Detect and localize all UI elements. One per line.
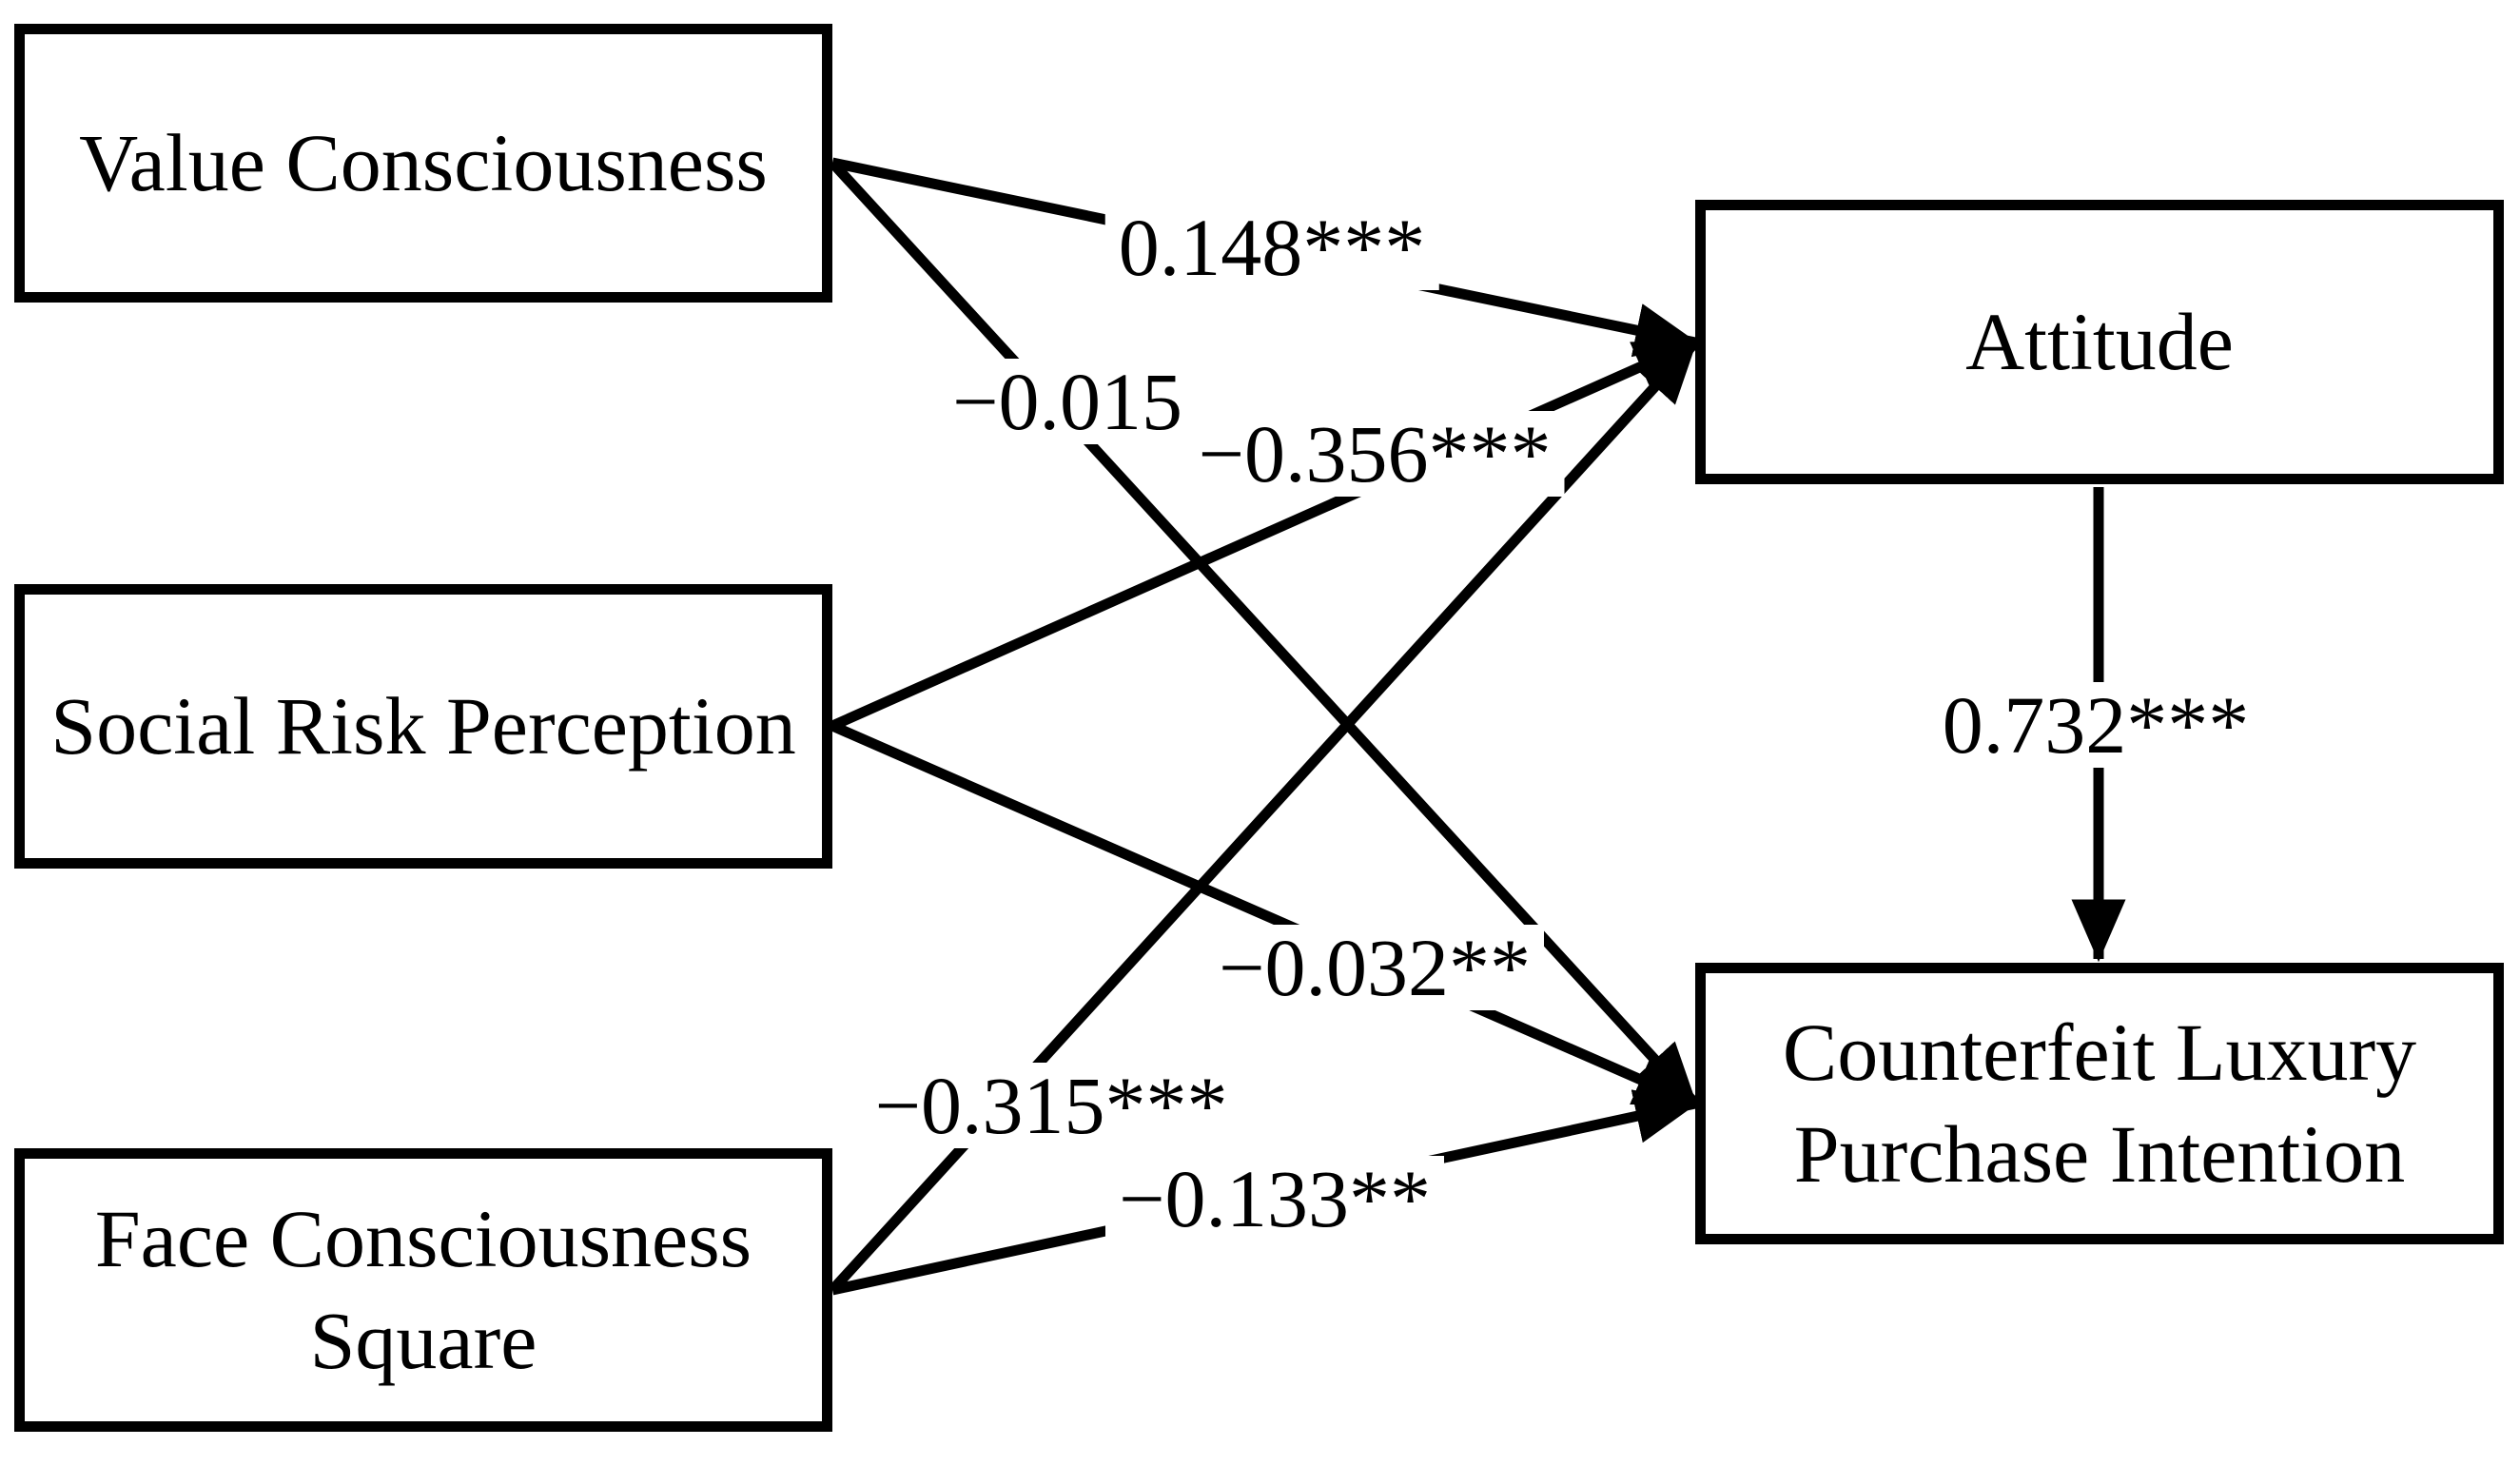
- node-label-line-1: Counterfeit Luxury: [1782, 1006, 2417, 1098]
- coefficient-value-consciousness-purchase-intention: −0.015: [938, 359, 1197, 444]
- node-label-line-2: Square: [309, 1295, 537, 1386]
- node-social-risk-perception: Social Risk Perception: [14, 584, 832, 869]
- arrow-social-risk-to-attitude: [830, 337, 1699, 732]
- node-label: Value Consciousness: [79, 116, 768, 208]
- node-value-consciousness: Value Consciousness: [14, 24, 832, 303]
- node-attitude: Attitude: [1695, 200, 2504, 484]
- node-label: Social Risk Perception: [50, 679, 796, 772]
- coefficient-attitude-purchase-intention: 0.732***: [1928, 682, 2263, 768]
- node-counterfeit-luxury-purchase-intention: Counterfeit Luxury Purchase Intention: [1695, 963, 2504, 1244]
- arrow-social-risk-to-purchase-intention: [830, 720, 1699, 1109]
- coefficient-social-risk-attitude: −0.356***: [1184, 411, 1565, 497]
- node-label-line-1: Face Consciousness: [94, 1192, 752, 1284]
- node-face-consciousness-square: Face Consciousness Square: [14, 1148, 832, 1432]
- coefficient-value-consciousness-attitude: 0.148***: [1104, 205, 1439, 290]
- arrow-value-consciousness-to-purchase-intention: [828, 159, 1700, 1107]
- coefficient-social-risk-purchase-intention: −0.032**: [1204, 925, 1545, 1010]
- coefficient-face-consciousness-attitude: −0.315***: [861, 1063, 1241, 1148]
- node-label: Attitude: [1965, 295, 2234, 387]
- node-label-line-2: Purchase Intention: [1793, 1108, 2406, 1200]
- coefficient-face-consciousness-purchase-intention: −0.133**: [1104, 1156, 1445, 1241]
